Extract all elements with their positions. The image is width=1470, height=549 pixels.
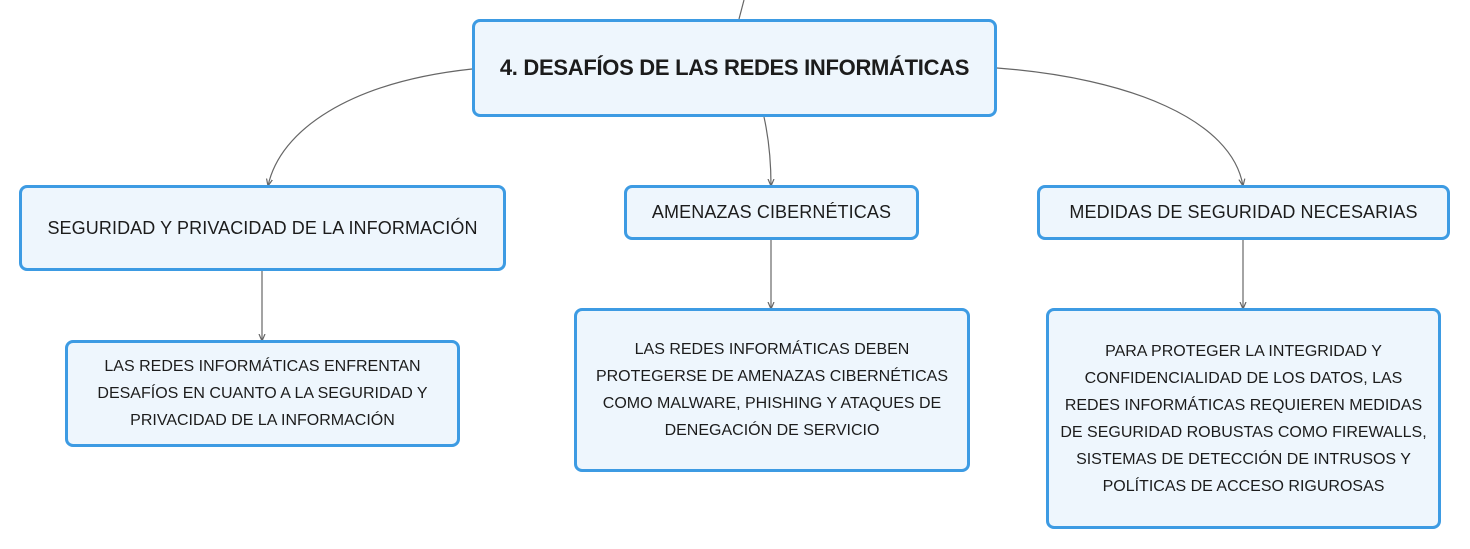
detail-text-threats: LAS REDES INFORMÁTICAS DEBEN PROTEGERSE … bbox=[595, 341, 949, 439]
detail-text-measures: PARA PROTEGER LA INTEGRIDAD Y CONFIDENCI… bbox=[1060, 342, 1427, 495]
detail-node-security[interactable]: LAS REDES INFORMÁTICAS ENFRENTAN DESAFÍO… bbox=[65, 340, 460, 447]
topic-node-security[interactable]: SEGURIDAD Y PRIVACIDAD DE LA INFORMACIÓN bbox=[19, 185, 506, 271]
detail-node-threats[interactable]: LAS REDES INFORMÁTICAS DEBEN PROTEGERSE … bbox=[574, 308, 970, 472]
connector-root-threats bbox=[763, 116, 771, 186]
root-topic-title: 4. DESAFÍOS DE LAS REDES INFORMÁTICAS bbox=[499, 55, 970, 80]
topic-node-measures[interactable]: MEDIDAS DE SEGURIDAD NECESARIAS bbox=[1037, 185, 1450, 240]
topic-node-threats[interactable]: AMENAZAS CIBERNÉTICAS bbox=[624, 185, 919, 240]
root-topic-node[interactable]: 4. DESAFÍOS DE LAS REDES INFORMÁTICAS bbox=[472, 19, 997, 117]
connector-root-security bbox=[268, 68, 473, 186]
topic-label-security: SEGURIDAD Y PRIVACIDAD DE LA INFORMACIÓN bbox=[47, 217, 478, 238]
detail-text-security: LAS REDES INFORMÁTICAS ENFRENTAN DESAFÍO… bbox=[97, 358, 428, 429]
connector-root-measures bbox=[996, 67, 1243, 186]
parent-connector bbox=[738, 0, 745, 20]
topic-label-threats: AMENAZAS CIBERNÉTICAS bbox=[651, 202, 892, 222]
topic-label-measures: MEDIDAS DE SEGURIDAD NECESARIAS bbox=[1069, 202, 1418, 222]
detail-node-measures[interactable]: PARA PROTEGER LA INTEGRIDAD Y CONFIDENCI… bbox=[1046, 308, 1441, 529]
